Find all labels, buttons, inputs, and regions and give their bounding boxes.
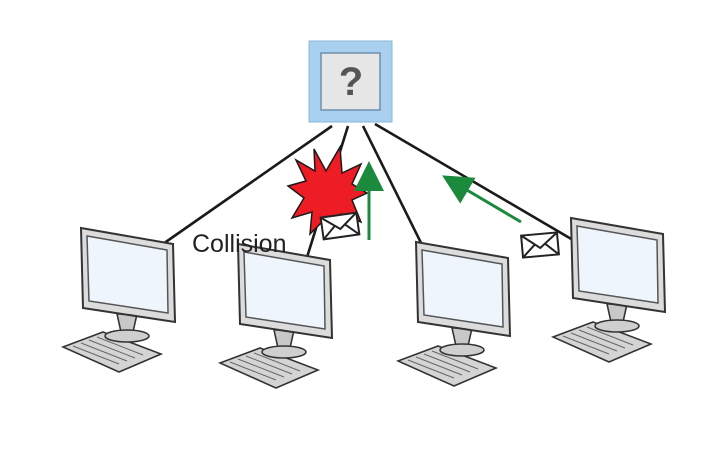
cable-4: [374, 122, 574, 242]
left-up-arrow-icon: [442, 175, 522, 224]
arrows: [354, 161, 522, 240]
cable-1: [149, 124, 333, 255]
collision-label: Collision: [192, 230, 286, 258]
envelope-collision: [319, 211, 361, 241]
hub-label: ?: [339, 60, 363, 104]
computer-2: [219, 243, 333, 389]
computer-3: [397, 241, 511, 387]
hub-device: ?: [308, 40, 393, 123]
envelope-moving: [520, 231, 560, 259]
computer-1: [62, 227, 176, 373]
